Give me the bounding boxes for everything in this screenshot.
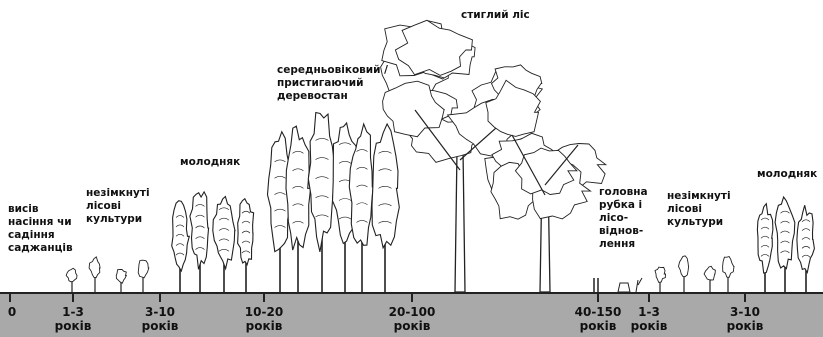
sapling xyxy=(723,257,734,293)
stage-label-line: культури xyxy=(667,216,723,228)
stage-label-line: висів xyxy=(8,203,38,215)
stage-label-open-culture-2: незімкнуті лісові культури xyxy=(667,190,731,229)
harvest-cut-mark xyxy=(594,278,642,294)
young-tree xyxy=(190,192,209,292)
sapling xyxy=(679,256,689,292)
sapling xyxy=(704,266,715,292)
young-tree xyxy=(757,204,773,292)
stage-label-line: саджанців xyxy=(8,242,73,254)
young-tree xyxy=(797,205,815,292)
tick-value: 10-20 xyxy=(239,305,289,319)
tick-value: 1-3 xyxy=(626,305,672,319)
stage-label-seeding: висів насіння чи садіння саджанців xyxy=(8,203,73,255)
tick-value: 20-100 xyxy=(382,305,442,319)
stage-label-line: молодняк xyxy=(180,156,240,168)
tick-unit: років xyxy=(382,319,442,333)
middle-aged-tree xyxy=(372,124,399,292)
tick-label: 20-100 років xyxy=(382,305,442,333)
sapling xyxy=(138,260,149,292)
stage-label-line: стиглий ліс xyxy=(461,9,530,21)
stage-label-open-culture-1: незімкнуті лісові культури xyxy=(86,187,150,226)
tick-label: 3-10 років xyxy=(137,305,183,333)
tick-label: 40-150 років xyxy=(569,305,627,333)
stage-label-line: незімкнуті xyxy=(667,190,731,202)
tick-unit: років xyxy=(722,319,768,333)
tick-unit: років xyxy=(137,319,183,333)
stage-label-line: деревостан xyxy=(277,90,348,102)
stage-label-line: віднов- xyxy=(599,225,643,237)
stage-label-line: лісові xyxy=(86,200,121,212)
stage-label-line: молодняк xyxy=(757,168,817,180)
tick-unit: років xyxy=(239,319,289,333)
stage-label-line: середньовіковий / xyxy=(277,64,388,76)
stage-label-line: пристигаючий xyxy=(277,77,364,89)
tick-label: 0 xyxy=(2,305,22,319)
stage-label-line: лісові xyxy=(667,203,702,215)
tick-value: 1-3 xyxy=(50,305,96,319)
sapling xyxy=(89,257,100,292)
stage-label-harvest: головна рубка і лісо- віднов- лення xyxy=(599,186,648,251)
stage-label-line: рубка і xyxy=(599,199,642,211)
young-tree xyxy=(213,197,235,293)
stage-label-mature: стиглий ліс xyxy=(461,9,530,22)
tick-value: 40-150 xyxy=(569,305,627,319)
tick-value: 3-10 xyxy=(722,305,768,319)
sapling xyxy=(66,268,77,292)
stage-label-line: культури xyxy=(86,213,142,225)
tick-value: 3-10 xyxy=(137,305,183,319)
stage-label-middle-aged: середньовіковий / пристигаючий деревоста… xyxy=(277,64,388,103)
tick-unit: років xyxy=(626,319,672,333)
young-tree xyxy=(775,197,795,292)
sapling xyxy=(655,267,666,292)
young-tree xyxy=(238,199,254,292)
stage-label-young-2: молодняк xyxy=(757,168,817,181)
middle-aged-tree xyxy=(286,126,311,292)
stage-label-line: насіння чи xyxy=(8,216,72,228)
tick-label: 1-3 років xyxy=(50,305,96,333)
stage-label-line: незімкнуті xyxy=(86,187,150,199)
tick-unit: років xyxy=(569,319,627,333)
stage-label-young-1: молодняк xyxy=(180,156,240,169)
trees xyxy=(66,20,814,292)
stage-label-line: головна xyxy=(599,186,648,198)
sapling xyxy=(116,269,126,292)
tick-unit: років xyxy=(50,319,96,333)
stage-label-line: лісо- xyxy=(599,212,628,224)
tick-label: 10-20 років xyxy=(239,305,289,333)
young-tree xyxy=(172,201,190,292)
stage-label-line: лення xyxy=(599,238,635,250)
tick-label: 1-3 років xyxy=(626,305,672,333)
tick-value: 0 xyxy=(2,305,22,319)
mature-tree xyxy=(485,65,606,292)
stage-label-line: садіння xyxy=(8,229,55,241)
tick-label: 3-10 років xyxy=(722,305,768,333)
